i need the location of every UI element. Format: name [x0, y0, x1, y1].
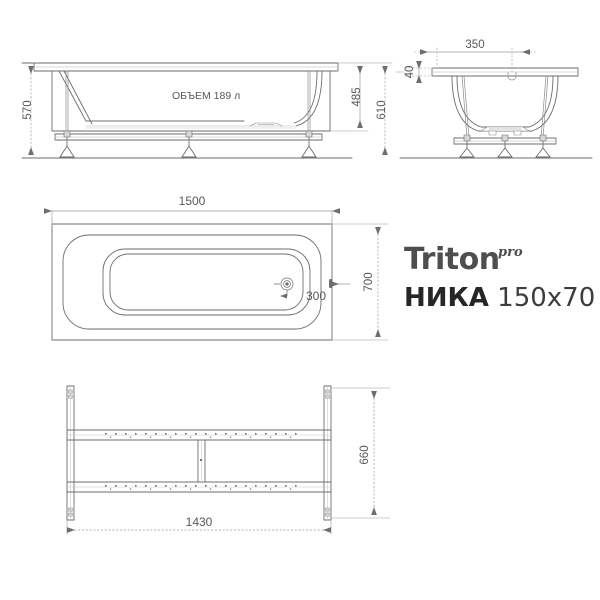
- dimension-label-300: 300: [306, 289, 326, 303]
- foot: [535, 134, 551, 158]
- dimension-label-570: 570: [22, 100, 34, 119]
- dimension-660: [330, 387, 391, 519]
- tub-rim-inner-contour: [62, 234, 322, 330]
- dimension-350: [413, 47, 538, 73]
- overflow-notch: [329, 279, 333, 288]
- faucet-hole: [507, 71, 517, 81]
- dimension-label-610: 610: [376, 100, 388, 119]
- rail-perforations: [105, 433, 297, 438]
- foot: [301, 130, 317, 158]
- frame-rail-upper: [66, 429, 332, 441]
- dimension-40: [395, 60, 437, 84]
- plan-view: [43, 208, 389, 341]
- dimension-label-40: 40: [404, 66, 416, 79]
- brand-name: Triton: [404, 242, 500, 277]
- dimension-label-1430: 1430: [186, 515, 213, 529]
- foot: [181, 130, 197, 158]
- dimension-1430: [66, 519, 332, 535]
- foot: [59, 130, 75, 158]
- leg-posts-side: [461, 75, 549, 139]
- volume-label: ОБЪЕМ 189 л: [172, 90, 240, 102]
- brand-logo: Triton pro НИКА 150x70: [404, 245, 600, 325]
- leg-posts: [65, 70, 311, 135]
- side-elevation-view: [395, 47, 593, 159]
- brand-model-name: НИКА: [404, 283, 489, 313]
- brand-model-line: НИКА 150x70: [404, 285, 595, 311]
- front-elevation-view: [21, 62, 393, 159]
- dimension-label-350: 350: [465, 39, 484, 51]
- dimension-label-660: 660: [359, 445, 371, 464]
- rail-perforations: [105, 485, 297, 490]
- tub-rim-slab: [33, 62, 339, 72]
- brand-superscript: pro: [498, 245, 523, 260]
- drain-detail: [249, 122, 283, 127]
- adjustable-feet: [59, 130, 317, 158]
- tub-bowl-contour: [102, 248, 311, 316]
- tub-rim-slab-side: [431, 67, 579, 77]
- frame-post-right: [323, 385, 332, 521]
- frame-assembly-view: [66, 385, 391, 535]
- brand-model-size: 150x70: [488, 283, 596, 313]
- dimension-label-700: 700: [363, 272, 375, 291]
- frame-center-brace: [197, 439, 206, 483]
- foot: [497, 134, 513, 158]
- tub-bottom-contour: [109, 253, 304, 311]
- frame-post-left: [66, 385, 75, 521]
- dimension-700: [331, 223, 389, 341]
- dimension-1500: [43, 208, 341, 227]
- drain-plan: [273, 277, 294, 299]
- frame-rail-lower: [66, 481, 332, 493]
- dimension-label-485: 485: [351, 87, 363, 106]
- adjustable-feet-side: [459, 134, 551, 158]
- dimension-label-1500: 1500: [179, 194, 206, 208]
- bottom-drain-plate: [480, 126, 530, 136]
- foot: [459, 134, 475, 158]
